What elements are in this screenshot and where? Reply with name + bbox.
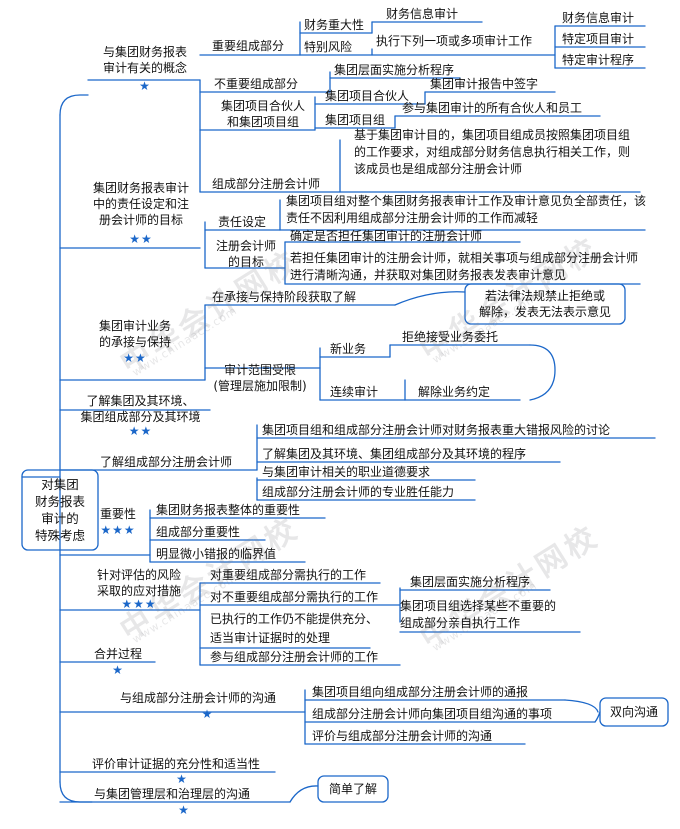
node-continuing-audit: 连续审计 <box>330 385 379 399</box>
node-obtain-understanding: 在承接与保持阶段获取了解 <box>212 290 357 304</box>
node-two-way-communication: 双向沟通 <box>609 705 658 719</box>
node-component-auditor-desc: 基于集团审计目的，集团项目组成员按照集团项目组的工作要求，对组成部分财务信息执行… <box>354 128 631 176</box>
node-group-team: 集团项目组 <box>325 113 386 127</box>
node-sign-report: 集团审计报告中签字 <box>430 77 539 91</box>
node-new-engagement: 新业务 <box>330 342 367 356</box>
node-decline-engagement: 拒绝接受业务委托 <box>402 330 499 344</box>
node-financial-info-audit: 财务信息审计 <box>386 7 459 21</box>
node-financial-significance: 财务重大性 <box>304 18 365 32</box>
node-participate-work: 参与组成部分注册会计师的工作 <box>210 650 379 664</box>
node-risk-option: 特定审计程序 <box>562 53 635 67</box>
node-group-analytics: 集团层面实施分析程序 <box>334 63 455 77</box>
root-node: 对集团 财务报表 审计的 特殊考虑 <box>34 477 85 543</box>
node-special-risk: 特别风险 <box>304 40 353 54</box>
node-responsibility-setting: 责任设定 <box>218 215 267 229</box>
star-rating: ★★★ <box>100 523 136 537</box>
node-communication-item: 集团项目组向组成部分注册会计师的通报 <box>312 685 529 699</box>
node-materiality-item: 集团财务报表整体的重要性 <box>156 503 301 517</box>
node-group-partner-team: 集团项目合伙人 和集团项目组 <box>220 99 305 129</box>
node-select-components: 集团项目组选择某些不重要的 组成部分亲自执行工作 <box>400 599 557 630</box>
star-rating: ★★ <box>129 232 153 246</box>
star-rating: ★★ <box>123 351 147 365</box>
node-group-partner: 集团项目合伙人 <box>325 89 410 103</box>
node-s10-evaluate-evidence: 评价审计证据的充分性和适当性 <box>92 757 261 771</box>
node-materiality-item: 明显微小错报的临界值 <box>156 547 277 561</box>
node-understanding-procedures: 了解集团及其环境、集团组成部分及其环境的程序 <box>262 447 527 461</box>
node-s1-concepts: 与集团财务报表 审计有关的概念 <box>102 45 187 75</box>
node-materiality-item: 组成部分重要性 <box>156 525 241 539</box>
node-s9-communication: 与组成部分注册会计师的沟通 <box>120 691 277 705</box>
node-risk-discussion: 集团项目组和组成部分注册会计师对财务报表重大错报风险的讨论 <box>262 423 611 437</box>
node-insufficient-evidence: 已执行的工作仍不能提供充分、 适当审计证据时的处理 <box>210 612 379 645</box>
node-competence: 组成部分注册会计师的专业胜任能力 <box>262 485 455 499</box>
node-scope-limitation: 审计范围受限 (管理层施加限制) <box>213 363 307 393</box>
node-important-work: 对重要组成部分需执行的工作 <box>210 568 367 582</box>
node-risk-option: 财务信息审计 <box>562 11 635 25</box>
node-s7-response: 针对评估的风险 采取的应对措施 <box>96 568 181 598</box>
node-s3-acceptance: 集团审计业务 的承接与保持 <box>98 319 171 349</box>
star-rating: ★ <box>176 772 188 786</box>
star-rating: ★★★ <box>121 597 157 611</box>
node-terminate-engagement: 解除业务约定 <box>418 385 491 399</box>
node-s2-responsibility: 集团财务报表审计 中的责任设定和注 册会计师的目标 <box>92 181 189 227</box>
node-all-partners-staff: 参与集团审计的所有合伙人和员工 <box>402 101 583 115</box>
star-rating: ★ <box>139 79 151 93</box>
node-goal-1: 确定是否担任集团审计的注册会计师 <box>290 229 483 243</box>
star-rating: ★★ <box>128 424 153 438</box>
node-component-auditor: 组成部分注册会计师 <box>212 177 321 191</box>
node-communication-item: 评价与组成部分注册会计师的沟通 <box>312 729 493 743</box>
node-risk-option: 特定项目审计 <box>562 32 635 46</box>
node-s6-materiality: 重要性 <box>99 507 136 521</box>
node-ethics: 与集团审计相关的职业道德要求 <box>262 465 431 479</box>
node-brief-understanding: 简单了解 <box>328 782 377 796</box>
node-nonimportant-work: 对不重要组成部分需执行的工作 <box>210 590 379 604</box>
node-auditor-goal: 注册会计师 的目标 <box>215 239 276 269</box>
node-perform-audit-work: 执行下列一项或多项审计工作 <box>376 34 533 48</box>
star-rating: ★ <box>178 803 190 817</box>
node-s4-understand-group: 了解集团及其环境、 集团组成部分及其环境 <box>80 394 201 424</box>
node-goal-2: 若担任集团审计的注册会计师，就相关事项与组成部分注册会计师进行清晰沟通，并获取对… <box>290 251 639 282</box>
node-s8-consolidation: 合并过程 <box>93 647 142 661</box>
star-rating: ★ <box>112 663 124 677</box>
star-rating: ★ <box>201 707 214 721</box>
node-s5-understand-auditor: 了解组成部分注册会计师 <box>100 455 233 469</box>
node-group-analytics-2: 集团层面实施分析程序 <box>410 575 531 589</box>
node-communication-item: 组成部分注册会计师向集团项目组沟通的事项 <box>312 707 553 721</box>
node-responsibility-text: 集团项目组对整个集团财务报表审计工作及审计意见负全部责任，该责任不因利用组成部分… <box>286 194 647 225</box>
node-s11-management-communication: 与集团管理层和治理层的沟通 <box>94 787 251 801</box>
node-nonimportant-component: 不重要组成部分 <box>214 77 299 91</box>
node-legal-prohibition: 若法律法规禁止拒绝或 解除，发表无法表示意见 <box>478 289 611 319</box>
node-important-component: 重要组成部分 <box>212 39 285 53</box>
